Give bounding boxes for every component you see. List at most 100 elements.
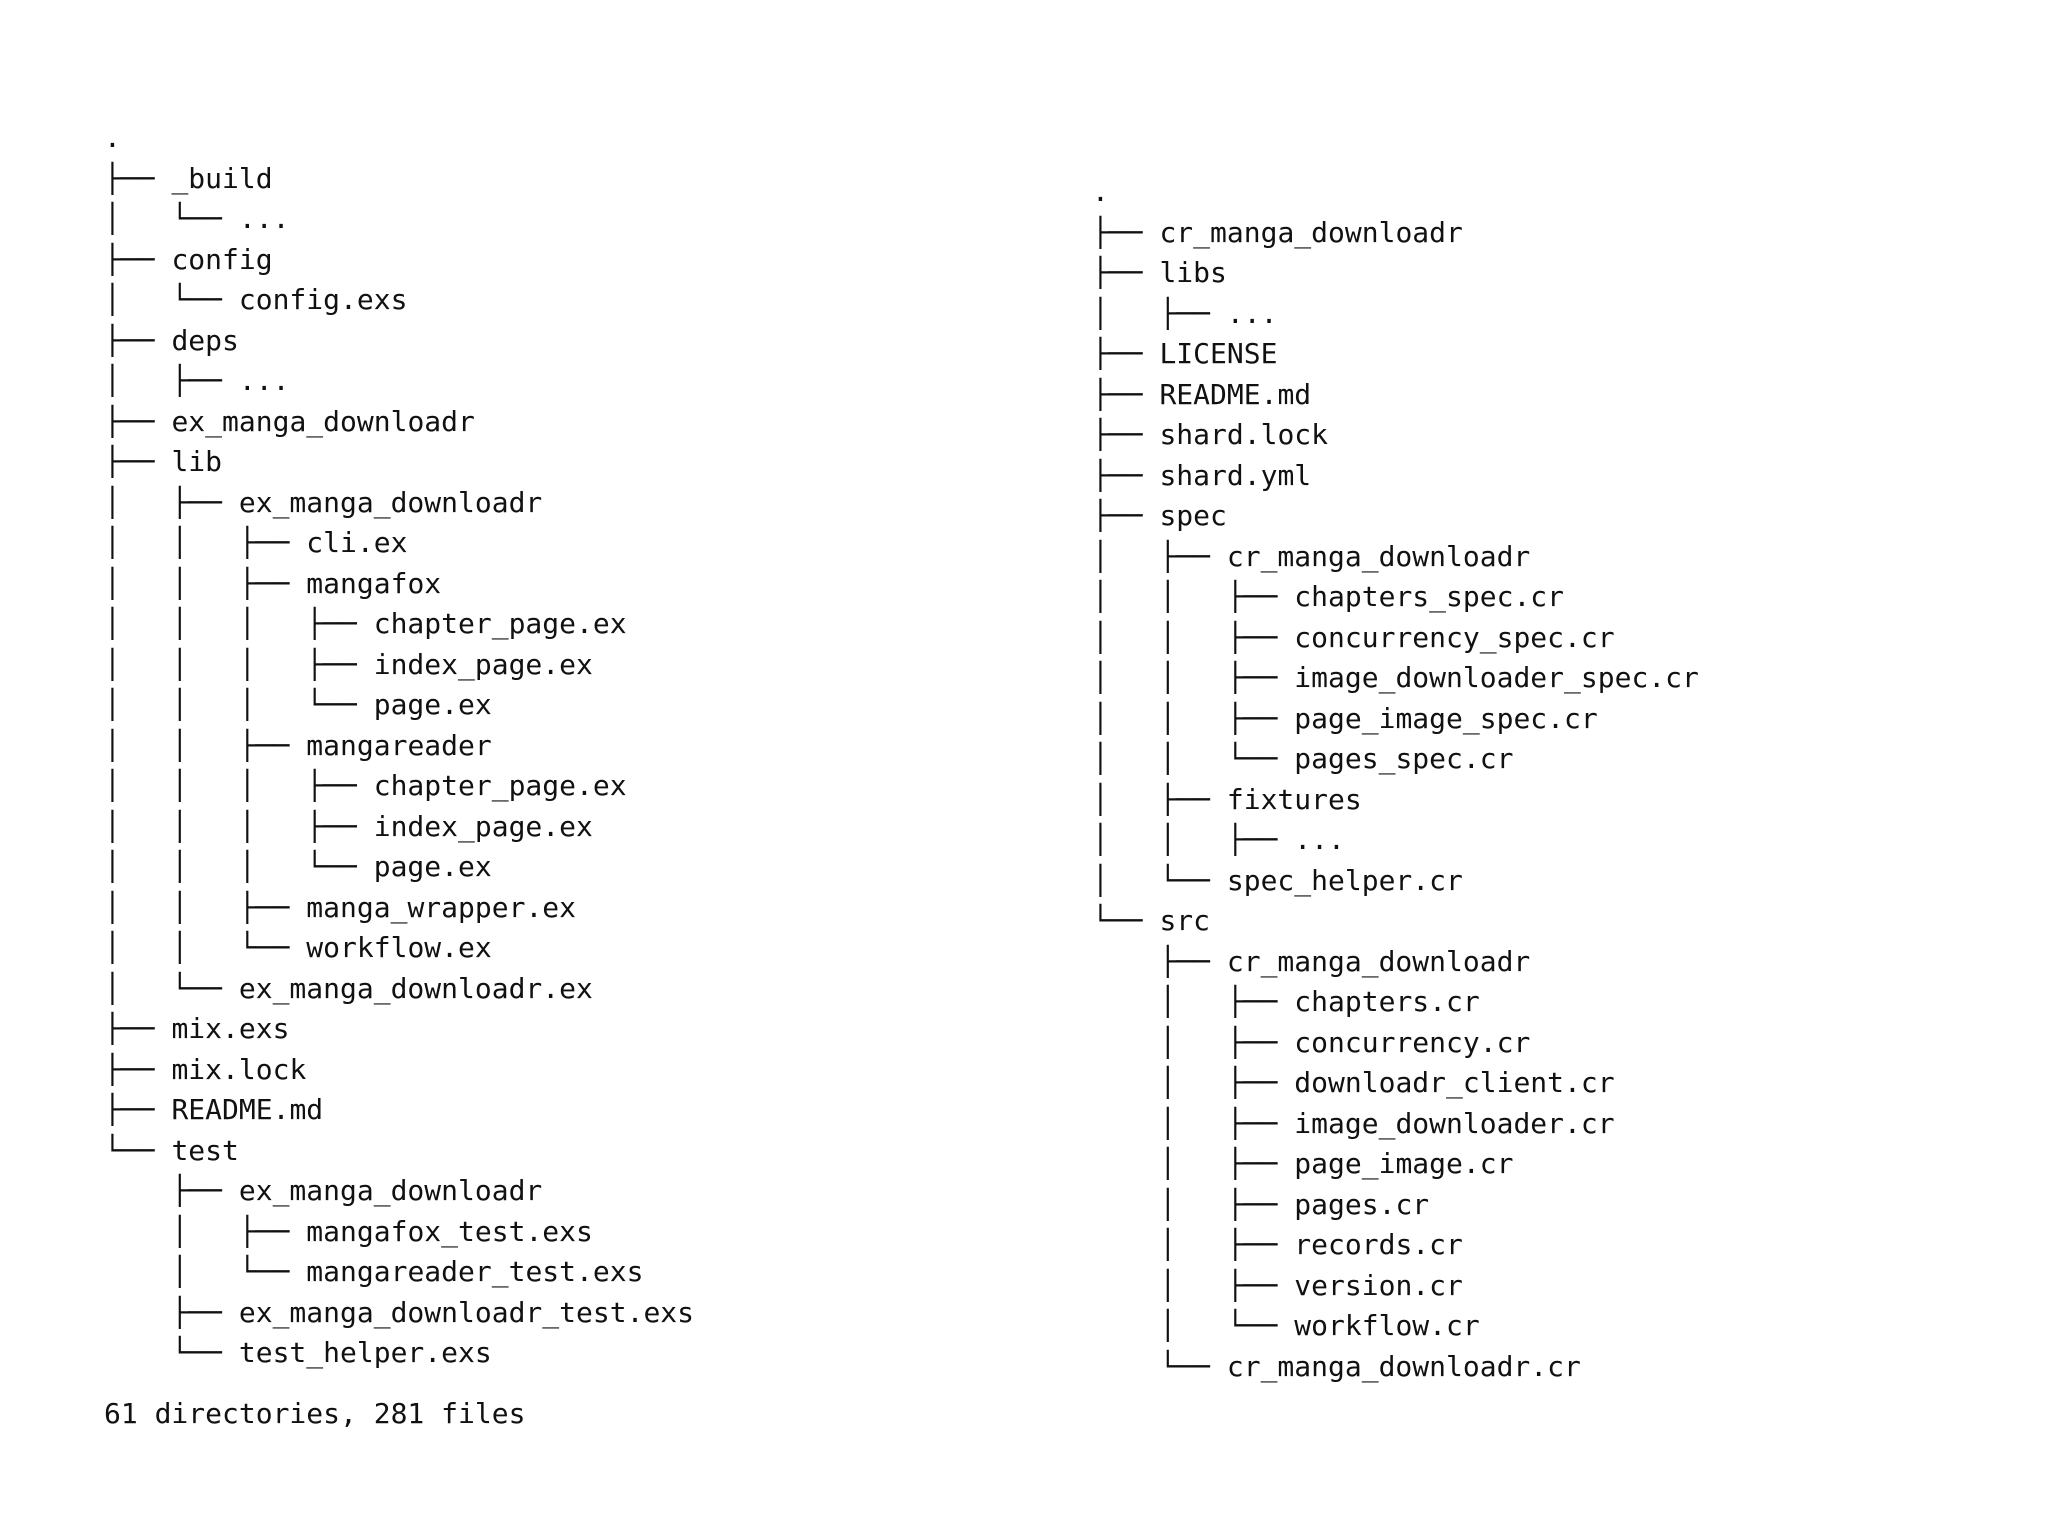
- tree-entry-name: page.ex: [373, 850, 492, 883]
- tree-line: │ │ ├── ...: [1092, 820, 1699, 861]
- tree-branch-glyph: │ │ ├──: [104, 890, 307, 924]
- tree-branch-glyph: │ │ │ ├──: [104, 607, 374, 640]
- tree-branch-glyph: └──: [104, 1133, 172, 1167]
- tree-line: │ │ │ ├── index_page.ex: [104, 807, 694, 848]
- tree-line: │ │ ├── concurrency_spec.cr: [1092, 618, 1699, 659]
- tree-branch-glyph: ├──: [104, 1012, 172, 1045]
- tree-line: ├── cr_manga_downloadr: [1092, 213, 1699, 254]
- tree-line: │ ├── image_downloader.cr: [1092, 1104, 1699, 1145]
- tree-branch-glyph: ├──: [1092, 499, 1160, 532]
- tree-line: └── test_helper.exs: [104, 1333, 694, 1374]
- tree-branch-glyph: ├──: [104, 242, 172, 276]
- tree-branch-glyph: ├──: [104, 1093, 172, 1126]
- tree-line: ├── _build: [104, 159, 694, 200]
- tree-branch-glyph: │ └──: [1092, 1309, 1295, 1342]
- tree-entry-name: pages.cr: [1294, 1187, 1430, 1221]
- tree-line: │ │ ├── page_image_spec.cr: [1092, 699, 1699, 740]
- tree-branch-glyph: └──: [1092, 1349, 1227, 1383]
- tree-entry-name: manga_wrapper.ex: [306, 890, 577, 924]
- tree-entry-name: libs: [1159, 256, 1227, 289]
- tree-line: │ │ ├── mangareader: [104, 726, 694, 767]
- tree-line: │ │ │ ├── index_page.ex: [104, 645, 694, 686]
- tree-entry-name: chapter_page.ex: [373, 607, 627, 640]
- tree-entry-name: deps: [171, 323, 239, 357]
- tree-entry-name: cli.ex: [306, 526, 408, 559]
- tree-branch-glyph: │ ├──: [1092, 782, 1227, 816]
- tree-branch-glyph: │ ├──: [104, 364, 239, 397]
- tree-line: │ │ │ ├── chapter_page.ex: [104, 766, 694, 807]
- tree-line: │ └── config.exs: [104, 280, 694, 321]
- tree-line: ├── mix.lock: [104, 1050, 694, 1091]
- tree-branch-glyph: └──: [104, 1336, 239, 1369]
- tree-entry-name: cr_manga_downloadr: [1159, 215, 1463, 249]
- tree-entry-name: ...: [1226, 296, 1278, 330]
- tree-entry-name: shard.lock: [1159, 418, 1329, 451]
- tree-line: ├── LICENSE: [1092, 334, 1699, 375]
- tree-branch-glyph: │ │ └──: [104, 931, 307, 964]
- tree-branch-glyph: │ └──: [104, 202, 239, 235]
- tree-line: │ └── workflow.cr: [1092, 1306, 1699, 1347]
- tree-branch-glyph: ├──: [104, 323, 172, 357]
- tree-entry-name: version.cr: [1294, 1268, 1463, 1302]
- left-directory-tree: .├── _build│ └── ...├── config│ └── conf…: [104, 118, 694, 1374]
- tree-line: ├── shard.yml: [1092, 456, 1699, 497]
- tree-entry-name: ...: [238, 364, 290, 397]
- tree-entry-name: fixtures: [1226, 782, 1362, 816]
- tree-branch-glyph: ├──: [1092, 944, 1227, 978]
- tree-branch-glyph: ├──: [1092, 458, 1160, 492]
- tree-branch-glyph: │ │ ├──: [1092, 580, 1295, 613]
- tree-entry-name: LICENSE: [1159, 337, 1278, 370]
- tree-line: │ ├── mangafox_test.exs: [104, 1212, 694, 1253]
- tree-entry-name: .: [1092, 175, 1109, 208]
- tree-entry-name: ex_manga_downloadr_test.exs: [238, 1295, 695, 1329]
- tree-branch-glyph: │ │ │ └──: [104, 688, 374, 721]
- tree-branch-glyph: ├──: [104, 161, 172, 195]
- tree-line: │ │ └── pages_spec.cr: [1092, 739, 1699, 780]
- tree-line: │ │ │ └── page.ex: [104, 847, 694, 888]
- tree-entry-name: mix.exs: [171, 1012, 290, 1045]
- tree-entry-name: ex_manga_downloadr.ex: [238, 971, 593, 1005]
- tree-entry-name: workflow.cr: [1294, 1309, 1480, 1342]
- tree-line: ├── deps: [104, 321, 694, 362]
- tree-branch-glyph: ├──: [104, 404, 172, 438]
- tree-entry-name: workflow.ex: [306, 931, 492, 964]
- tree-entry-name: chapter_page.ex: [373, 769, 627, 802]
- tree-branch-glyph: │ ├──: [1092, 1066, 1295, 1099]
- tree-line: │ ├── cr_manga_downloadr: [1092, 537, 1699, 578]
- tree-line: ├── ex_manga_downloadr: [104, 1171, 694, 1212]
- tree-entry-name: cr_manga_downloadr.cr: [1226, 1349, 1581, 1383]
- tree-line: ├── ex_manga_downloadr_test.exs: [104, 1293, 694, 1334]
- tree-branch-glyph: │ └──: [104, 283, 239, 316]
- tree-entry-name: chapters.cr: [1294, 985, 1480, 1018]
- tree-line: │ └── ...: [104, 199, 694, 240]
- tree-entry-name: .: [104, 121, 121, 154]
- tree-entry-name: config: [171, 242, 273, 276]
- tree-entry-name: test_helper.exs: [238, 1336, 492, 1369]
- tree-entry-name: mix.lock: [171, 1052, 307, 1086]
- tree-branch-glyph: │ │ │ ├──: [104, 647, 374, 681]
- tree-entry-name: image_downloader_spec.cr: [1294, 661, 1699, 694]
- tree-line: │ ├── ex_manga_downloadr: [104, 483, 694, 524]
- tree-entry-name: mangareader_test.exs: [306, 1255, 644, 1288]
- tree-branch-glyph: │ ├──: [1092, 1268, 1295, 1302]
- tree-line: ├── cr_manga_downloadr: [1092, 942, 1699, 983]
- tree-branch-glyph: │ └──: [1092, 863, 1227, 897]
- tree-line: ├── mix.exs: [104, 1009, 694, 1050]
- tree-line: │ ├── chapters.cr: [1092, 982, 1699, 1023]
- tree-line: │ ├── ...: [104, 361, 694, 402]
- tree-entry-name: pages_spec.cr: [1294, 742, 1514, 775]
- tree-branch-glyph: └──: [1092, 904, 1160, 937]
- tree-entry-name: cr_manga_downloadr: [1226, 944, 1531, 978]
- tree-line: .: [1092, 172, 1699, 213]
- tree-line: │ ├── records.cr: [1092, 1225, 1699, 1266]
- tree-line: ├── ex_manga_downloadr: [104, 402, 694, 443]
- tree-line: ├── shard.lock: [1092, 415, 1699, 456]
- tree-branch-glyph: ├──: [104, 1052, 172, 1086]
- tree-entry-name: spec: [1159, 499, 1227, 532]
- tree-entry-name: test: [171, 1133, 239, 1167]
- tree-entry-name: ex_manga_downloadr: [238, 1174, 543, 1207]
- tree-branch-glyph: │ │ │ ├──: [104, 809, 374, 843]
- tree-line: │ │ └── workflow.ex: [104, 928, 694, 969]
- tree-entry-name: mangafox: [306, 566, 442, 600]
- tree-branch-glyph: ├──: [1092, 377, 1160, 411]
